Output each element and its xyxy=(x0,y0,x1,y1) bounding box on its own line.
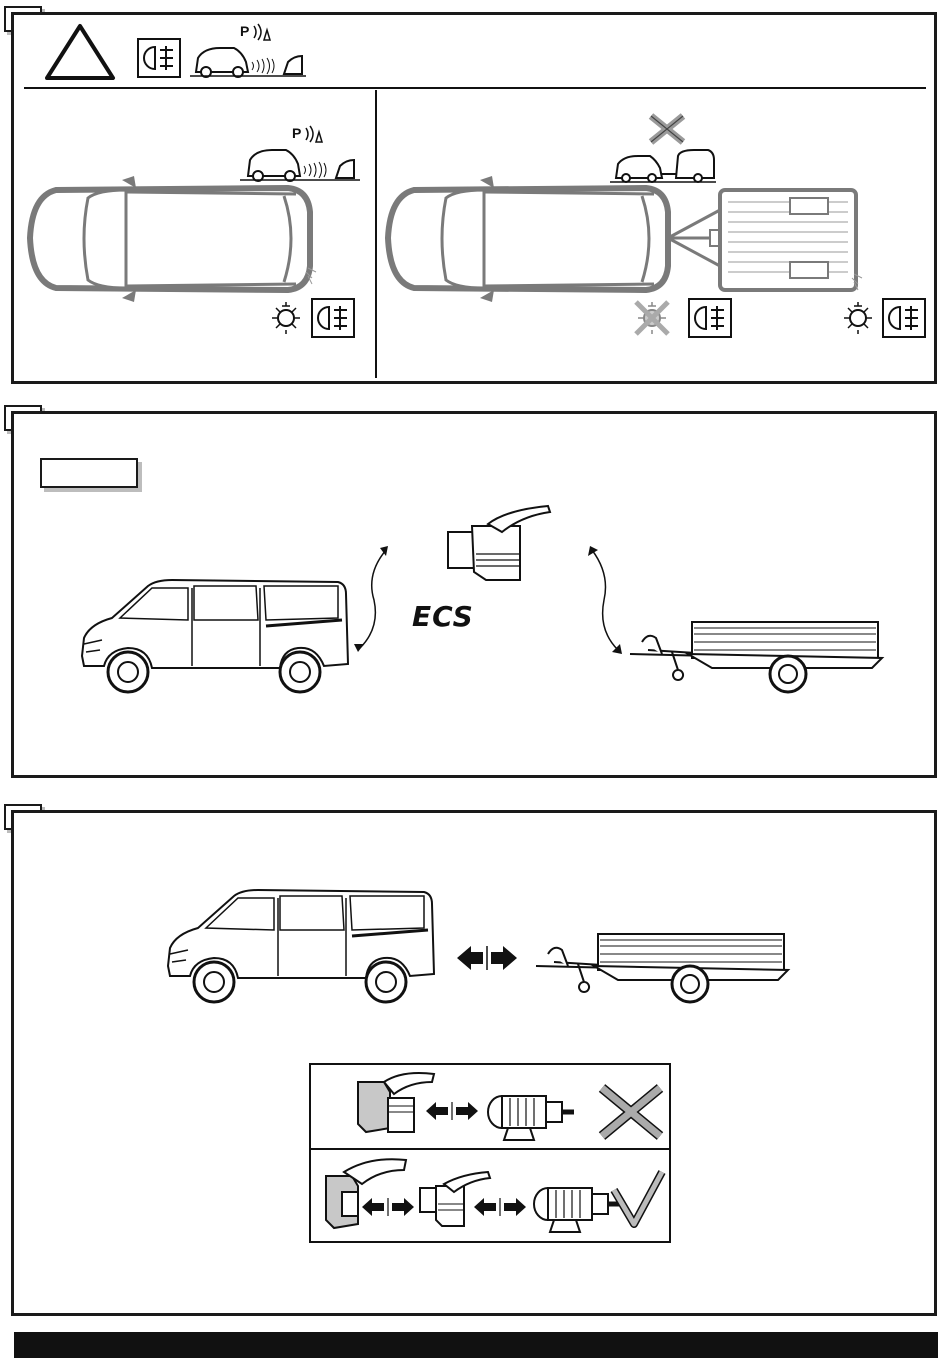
double-arrow-icon xyxy=(424,1100,480,1122)
car-top-view-with-trailer xyxy=(384,176,864,302)
double-arrow-icon xyxy=(472,1196,528,1218)
trailer-side-view xyxy=(534,926,790,1008)
trailer-plug-icon xyxy=(484,1090,574,1142)
van-side-view xyxy=(162,884,438,1006)
vehicle-socket-icon xyxy=(322,1152,414,1232)
curved-double-arrow-icon xyxy=(350,544,394,654)
parking-sensor-icon: P xyxy=(190,22,310,78)
cross-icon xyxy=(598,1086,664,1138)
ecs-adapter-plug-icon xyxy=(446,502,552,582)
rear-fog-light-icon xyxy=(311,298,355,338)
trailer-side-view xyxy=(628,614,884,696)
panel-1-divider-vertical xyxy=(375,90,377,378)
bulb-disabled-icon xyxy=(630,298,674,338)
bulb-icon xyxy=(268,300,304,336)
svg-text:P: P xyxy=(292,125,301,141)
car-top-view xyxy=(26,176,316,302)
van-side-view xyxy=(76,574,352,696)
warning-triangle-icon xyxy=(44,22,116,82)
comparison-table-divider xyxy=(309,1148,671,1150)
footer-bar xyxy=(14,1332,938,1358)
trailer-plug-icon xyxy=(530,1182,622,1234)
blank-label-box xyxy=(40,458,138,488)
parking-sensor-icon: P xyxy=(240,124,362,182)
rear-fog-light-icon xyxy=(882,298,926,338)
double-arrow-icon xyxy=(455,944,519,972)
ecs-logo: ECS xyxy=(412,600,474,633)
parking-sensor-disabled-icon xyxy=(645,112,689,146)
sensor-letter: P xyxy=(240,23,249,39)
bulb-icon xyxy=(840,300,876,336)
panel-1-divider-horizontal xyxy=(24,87,926,89)
curved-double-arrow-icon xyxy=(586,544,626,656)
rear-fog-light-icon xyxy=(137,38,181,78)
rear-fog-light-icon xyxy=(688,298,732,338)
check-icon xyxy=(610,1168,666,1228)
double-arrow-icon xyxy=(360,1196,416,1218)
